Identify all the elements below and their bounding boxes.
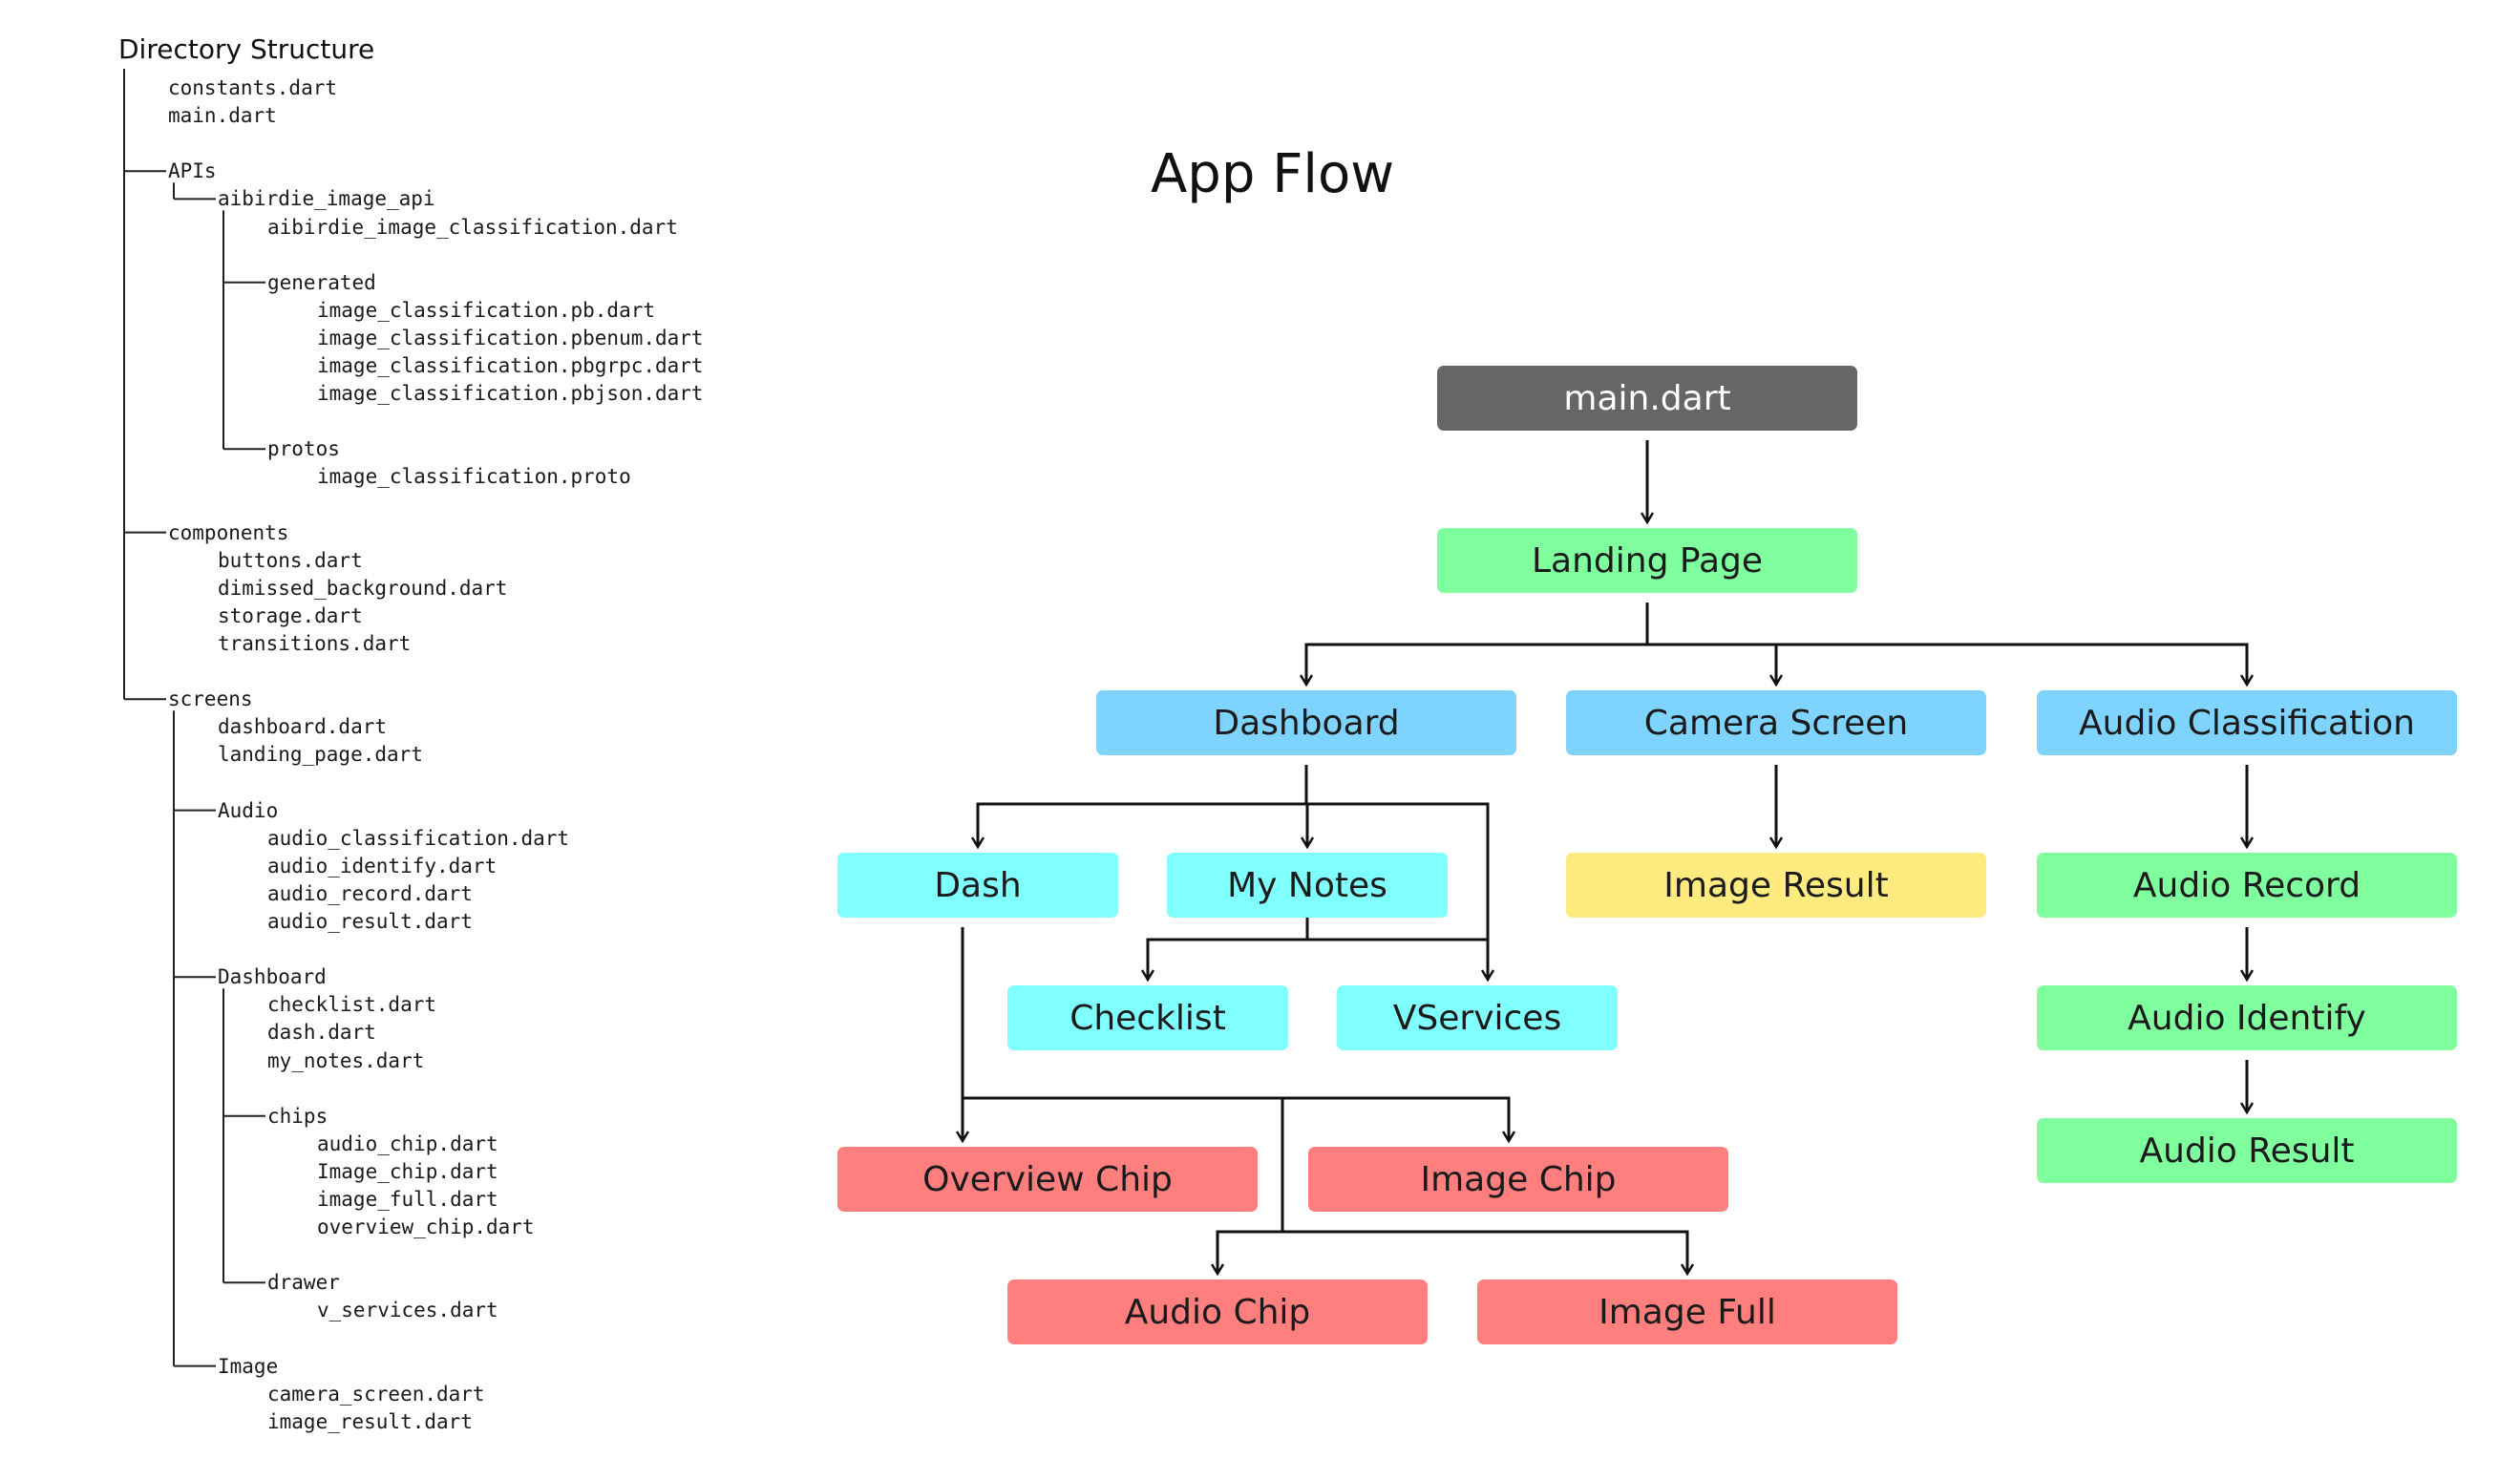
flow-title: App Flow [1151, 143, 1395, 205]
flow-node-camera: Camera Screen [1566, 690, 1986, 755]
flow-node-main: main.dart [1437, 366, 1857, 431]
tree-file: image_full.dart [317, 1188, 498, 1211]
flow-node-imagechip: Image Chip [1308, 1147, 1728, 1212]
tree-file: overview_chip.dart [317, 1216, 535, 1239]
tree-folder: protos [267, 437, 340, 461]
tree-file: audio_classification.dart [267, 826, 570, 850]
tree-file: dimissed_background.dart [218, 576, 508, 600]
tree-file: my_notes.dart [267, 1048, 425, 1072]
tree-folder: generated [267, 270, 376, 294]
tree-folder: drawer [267, 1271, 340, 1295]
flow-node-overview: Overview Chip [837, 1147, 1258, 1212]
tree-folder: screens [168, 687, 253, 711]
flow-node-audiochip: Audio Chip [1007, 1279, 1428, 1344]
tree-file: image_classification.pbenum.dart [317, 326, 704, 349]
flow-node-audioidentify: Audio Identify [2037, 985, 2457, 1050]
tree-file: camera_screen.dart [267, 1382, 485, 1406]
flow-node-imageresult: Image Result [1566, 853, 1986, 918]
flow-node-audioresult: Audio Result [2037, 1118, 2457, 1183]
flow-node-landing: Landing Page [1437, 528, 1857, 593]
flow-edge-dash-imagefull [1281, 1098, 1687, 1274]
tree-file: transitions.dart [218, 632, 412, 655]
tree-file: constants.dart [168, 76, 338, 99]
tree-file: v_services.dart [317, 1299, 498, 1322]
flow-node-audiorecord: Audio Record [2037, 853, 2457, 918]
tree-file: audio_result.dart [267, 910, 473, 933]
tree-file: dashboard.dart [218, 715, 388, 739]
tree-folder: components [168, 520, 289, 544]
flow-edge-mynotes-checklist [1148, 918, 1309, 980]
tree-file: image_classification.pb.dart [317, 298, 656, 322]
tree-file: dash.dart [267, 1021, 376, 1045]
flow-node-audioclass: Audio Classification [2037, 690, 2457, 755]
tree-file: landing_page.dart [218, 743, 423, 767]
tree-file: checklist.dart [267, 993, 437, 1017]
tree-file: main.dart [168, 104, 277, 128]
tree-file: buttons.dart [218, 548, 363, 572]
tree-file: storage.dart [218, 603, 363, 627]
flow-edge-dash-imagechip [961, 927, 1509, 1141]
flow-node-dashboard: Dashboard [1096, 690, 1516, 755]
directory-title: Directory Structure [118, 33, 375, 65]
tree-file: audio_record.dart [267, 881, 473, 905]
tree-file: image_classification.proto [317, 465, 631, 489]
tree-folder: aibirdie_image_api [218, 187, 435, 211]
directory-tree-lines [123, 69, 265, 1367]
flow-node-dash: Dash [837, 853, 1118, 918]
tree-file: Image_chip.dart [317, 1159, 498, 1183]
tree-folder: Dashboard [218, 965, 327, 989]
tree-folder: Audio [218, 798, 279, 822]
tree-folder: Image [218, 1354, 279, 1378]
tree-folder: APIs [168, 159, 217, 183]
flow-edge-dashboard-vservices [1304, 765, 1488, 980]
flow-node-imagefull: Image Full [1477, 1279, 1897, 1344]
tree-file: image_classification.pbgrpc.dart [317, 354, 704, 377]
flow-node-mynotes: My Notes [1167, 853, 1448, 918]
tree-file: image_result.dart [267, 1409, 473, 1433]
flow-edge-landing-dashboard [1306, 603, 1649, 685]
tree-file: image_classification.pbjson.dart [317, 382, 704, 406]
flow-edge-dashboard-dash [978, 765, 1308, 847]
tree-file: audio_identify.dart [267, 854, 498, 878]
flow-edge-mynotes-vservices [1305, 918, 1488, 941]
flow-edge-landing-audioclass [1645, 603, 2247, 685]
tree-folder: chips [267, 1104, 328, 1128]
flow-node-checklist: Checklist [1007, 985, 1288, 1050]
tree-file: aibirdie_image_classification.dart [267, 215, 678, 239]
tree-file: audio_chip.dart [317, 1131, 498, 1155]
flow-node-vservices: VServices [1337, 985, 1618, 1050]
